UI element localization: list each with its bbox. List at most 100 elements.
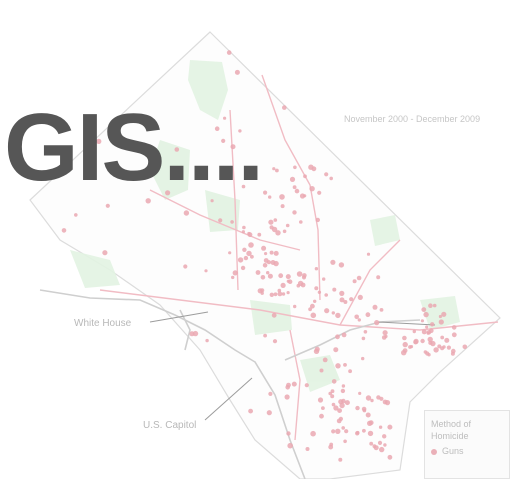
- incident-point: [343, 300, 348, 304]
- incident-point: [322, 357, 328, 363]
- incident-point: [309, 186, 315, 192]
- incident-point: [441, 311, 447, 317]
- incident-point: [218, 218, 223, 223]
- incident-point: [344, 400, 350, 406]
- incident-point: [260, 291, 264, 295]
- incident-point: [145, 198, 151, 204]
- incident-point: [294, 188, 300, 194]
- incident-point: [303, 194, 307, 198]
- incident-point: [402, 341, 408, 348]
- legend-title-line2: Homicide: [431, 430, 469, 441]
- incident-point: [275, 230, 281, 236]
- incident-point: [278, 273, 284, 279]
- incident-point: [430, 322, 435, 327]
- incident-point: [349, 297, 354, 302]
- incident-point: [261, 245, 267, 251]
- incident-point: [324, 308, 330, 314]
- incident-point: [281, 292, 286, 296]
- incident-point: [282, 105, 287, 110]
- incident-point: [432, 303, 437, 308]
- incident-point: [337, 408, 342, 413]
- incident-point: [340, 388, 346, 394]
- incident-point: [356, 275, 362, 281]
- incident-point: [381, 335, 387, 340]
- incident-point: [451, 348, 456, 354]
- incident-point: [279, 194, 285, 200]
- incident-point: [242, 247, 247, 252]
- incident-point: [266, 271, 270, 275]
- incident-point: [293, 304, 297, 309]
- incident-point: [268, 219, 274, 225]
- incident-point: [339, 290, 345, 296]
- incident-point: [319, 413, 324, 419]
- incident-point: [321, 406, 325, 410]
- incident-point: [378, 425, 383, 429]
- incident-point: [250, 254, 254, 259]
- incident-point: [379, 308, 384, 312]
- incident-point: [336, 418, 342, 424]
- incident-point: [377, 440, 383, 445]
- incident-point: [305, 447, 310, 451]
- incident-point: [234, 69, 240, 75]
- incident-point: [262, 263, 268, 268]
- incident-point: [241, 184, 246, 189]
- incident-point: [333, 405, 339, 411]
- incident-point: [335, 312, 341, 319]
- incident-point: [365, 412, 371, 418]
- incident-point: [379, 396, 384, 401]
- incident-point: [343, 363, 347, 367]
- incident-point: [369, 441, 374, 446]
- incident-point: [427, 336, 433, 343]
- incident-point: [367, 430, 374, 437]
- legend-item-guns: Guns: [431, 446, 503, 458]
- incident-point: [421, 307, 427, 312]
- incident-point: [310, 430, 316, 437]
- incident-point: [322, 277, 326, 281]
- incident-point: [451, 325, 457, 330]
- incident-point: [267, 273, 273, 279]
- incident-point: [370, 398, 374, 403]
- legend-title-line1: Method of: [431, 419, 472, 429]
- district-boundary: [29, 31, 501, 479]
- incident-point: [335, 428, 341, 434]
- incident-point: [402, 335, 407, 341]
- incident-point: [308, 164, 314, 170]
- incident-point: [331, 379, 337, 384]
- incident-point: [297, 280, 304, 287]
- incident-point: [338, 262, 345, 268]
- incident-point: [426, 331, 430, 335]
- incident-point: [319, 368, 324, 373]
- incident-point: [420, 319, 424, 323]
- incident-point: [269, 250, 274, 255]
- incident-point: [277, 291, 283, 297]
- incident-point: [401, 350, 407, 356]
- incident-point: [343, 439, 347, 444]
- white-house-label: White House: [74, 318, 132, 329]
- incident-point: [444, 337, 450, 343]
- incident-point: [102, 250, 108, 256]
- incident-point: [74, 213, 78, 217]
- incident-point: [317, 190, 322, 195]
- incident-point: [354, 314, 360, 320]
- incident-point: [238, 129, 242, 133]
- incident-point: [189, 331, 195, 337]
- incident-point: [61, 228, 67, 233]
- incident-point: [313, 299, 317, 303]
- incident-point: [284, 394, 290, 400]
- incident-point: [338, 457, 343, 462]
- incident-point: [384, 400, 391, 406]
- incident-point: [282, 229, 287, 234]
- incident-point: [289, 176, 296, 182]
- incident-point: [96, 138, 102, 144]
- incident-point: [420, 338, 425, 344]
- incident-point: [317, 397, 324, 403]
- incident-point: [423, 311, 429, 318]
- incident-point: [382, 434, 387, 439]
- incident-point: [330, 259, 336, 265]
- road-network: [99, 74, 499, 441]
- incident-point: [273, 218, 278, 222]
- incident-point: [285, 223, 290, 228]
- incident-point: [183, 210, 190, 216]
- incident-point: [421, 329, 427, 335]
